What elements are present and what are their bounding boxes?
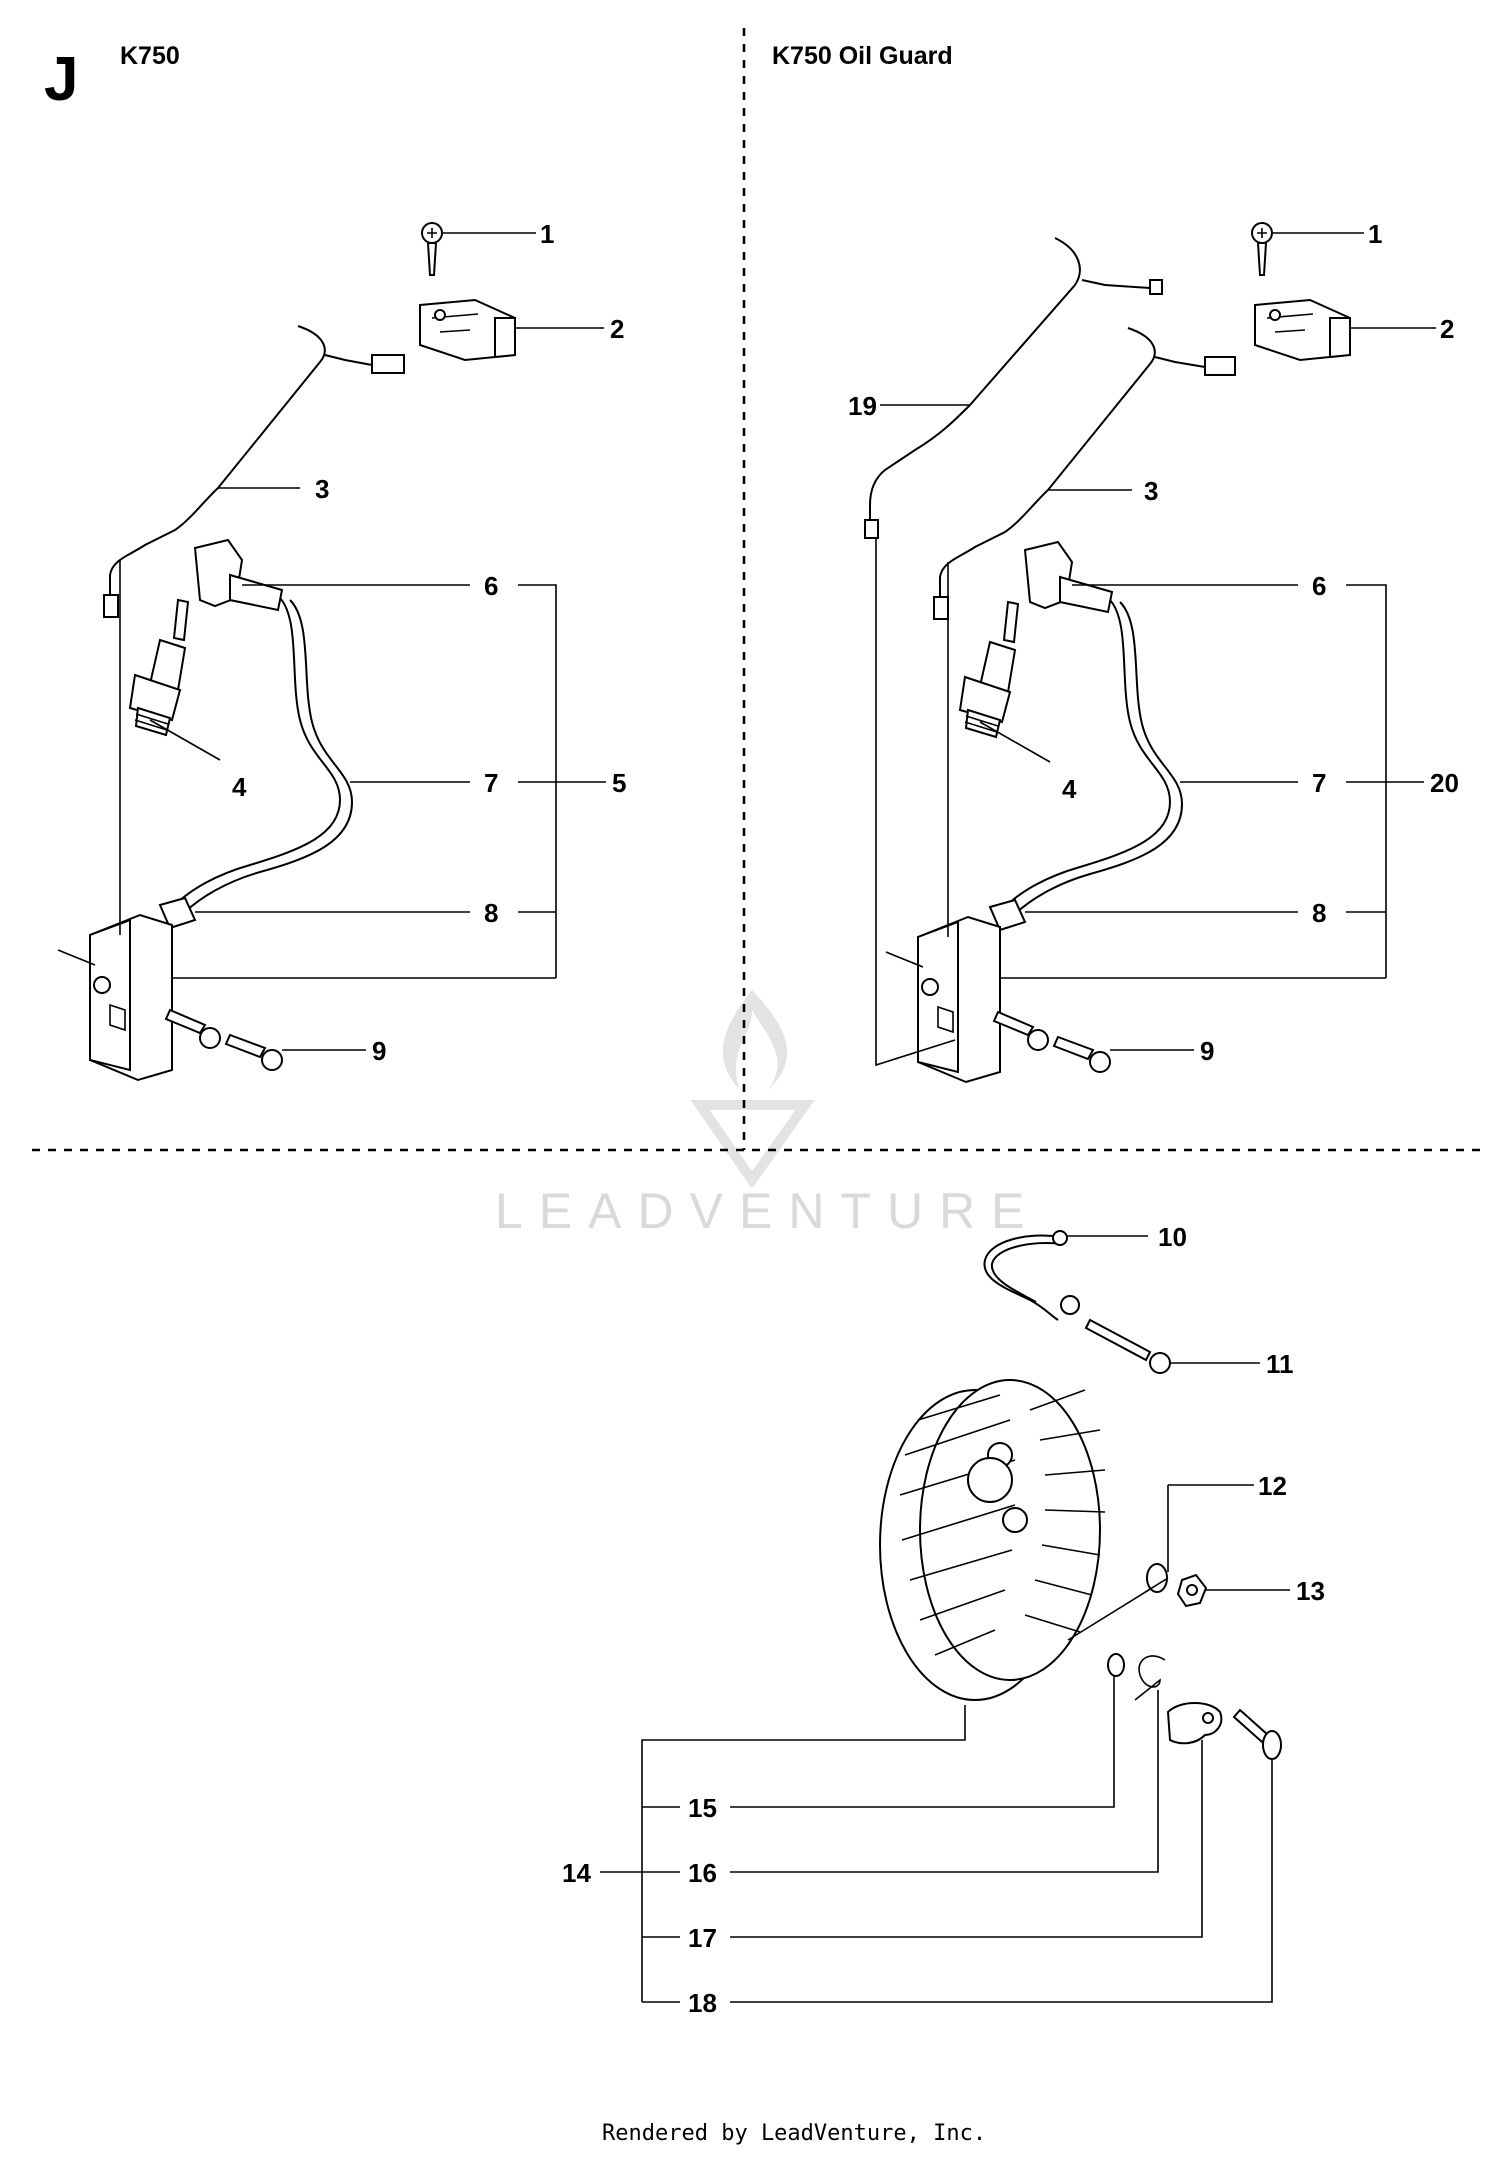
short-circuit-cable-icon bbox=[109, 325, 326, 595]
stop-switch-icon bbox=[1254, 298, 1351, 362]
callout-8: 8 bbox=[484, 898, 498, 928]
callout-2: 2 bbox=[610, 314, 624, 344]
short-circuit-cable-icon bbox=[939, 327, 1156, 597]
flywheel-icon bbox=[879, 1379, 1106, 1701]
ignition-module-icon bbox=[917, 915, 1001, 1084]
screw-icon bbox=[1232, 1708, 1282, 1760]
callout-17: 17 bbox=[688, 1923, 717, 1953]
oil-guard-cable-icon bbox=[869, 237, 1081, 520]
footer-credit: Rendered by LeadVenture, Inc. bbox=[602, 2121, 986, 2146]
right-panel-title: K750 Oil Guard bbox=[772, 42, 953, 70]
callout-14: 14 bbox=[562, 1858, 591, 1888]
watermark: LEADVENTURE bbox=[495, 990, 1041, 1239]
callout-11: 11 bbox=[1266, 1349, 1294, 1379]
callout-12: 12 bbox=[1258, 1471, 1287, 1501]
left-panel-title: K750 bbox=[120, 42, 180, 70]
spark-plug-icon bbox=[958, 600, 1020, 739]
screw-icon bbox=[164, 1008, 283, 1071]
callout-1: 1 bbox=[540, 219, 554, 249]
screw-icon bbox=[421, 222, 443, 276]
callout-3: 3 bbox=[315, 474, 329, 504]
ground-cable-icon bbox=[983, 1234, 1061, 1321]
callout-18: 18 bbox=[688, 1988, 717, 2018]
callout-15: 15 bbox=[688, 1793, 717, 1823]
washer-icon bbox=[1146, 1563, 1168, 1593]
ignition-lead-icon bbox=[1004, 599, 1172, 908]
callout-9: 9 bbox=[372, 1036, 386, 1066]
callout-5: 5 bbox=[612, 768, 626, 798]
screw-icon bbox=[992, 1010, 1111, 1073]
callout-10: 10 bbox=[1158, 1222, 1187, 1252]
callout-r1: 1 bbox=[1368, 219, 1382, 249]
callout-r20: 20 bbox=[1430, 768, 1459, 798]
callout-6: 6 bbox=[484, 571, 498, 601]
spark-plug-cap-icon bbox=[193, 538, 284, 612]
callout-r2: 2 bbox=[1440, 314, 1454, 344]
left-panel: 1 2 3 4 bbox=[57, 219, 626, 1082]
watermark-flame-icon bbox=[722, 990, 788, 1090]
flywheel-section: 10 11 14 12 13 bbox=[562, 1222, 1325, 2018]
callout-7: 7 bbox=[484, 768, 498, 798]
callout-r4: 4 bbox=[1062, 774, 1077, 804]
stop-switch-icon bbox=[419, 298, 516, 362]
callout-r19: 19 bbox=[848, 391, 877, 421]
callout-16: 16 bbox=[688, 1858, 717, 1888]
callout-r7: 7 bbox=[1312, 768, 1326, 798]
washer-icon bbox=[1107, 1653, 1125, 1677]
callout-r8: 8 bbox=[1312, 898, 1326, 928]
callout-13: 13 bbox=[1296, 1576, 1325, 1606]
ignition-module-icon bbox=[89, 913, 173, 1082]
right-panel: 1 2 19 3 4 bbox=[848, 219, 1459, 1084]
callout-r6: 6 bbox=[1312, 571, 1326, 601]
ignition-lead-icon bbox=[174, 597, 342, 906]
screw-icon bbox=[1251, 222, 1273, 276]
spring-icon bbox=[1134, 1655, 1166, 1701]
callout-4: 4 bbox=[232, 772, 247, 802]
spark-plug-cap-icon bbox=[1023, 540, 1114, 614]
spark-plug-icon bbox=[128, 598, 190, 737]
section-letter: J bbox=[44, 45, 78, 114]
callout-r9: 9 bbox=[1200, 1036, 1214, 1066]
watermark-text: LEADVENTURE bbox=[495, 1183, 1041, 1239]
screw-icon bbox=[1084, 1318, 1171, 1374]
pawl-icon bbox=[1166, 1702, 1223, 1745]
callout-r3: 3 bbox=[1144, 476, 1158, 506]
watermark-v-icon bbox=[690, 1100, 815, 1189]
